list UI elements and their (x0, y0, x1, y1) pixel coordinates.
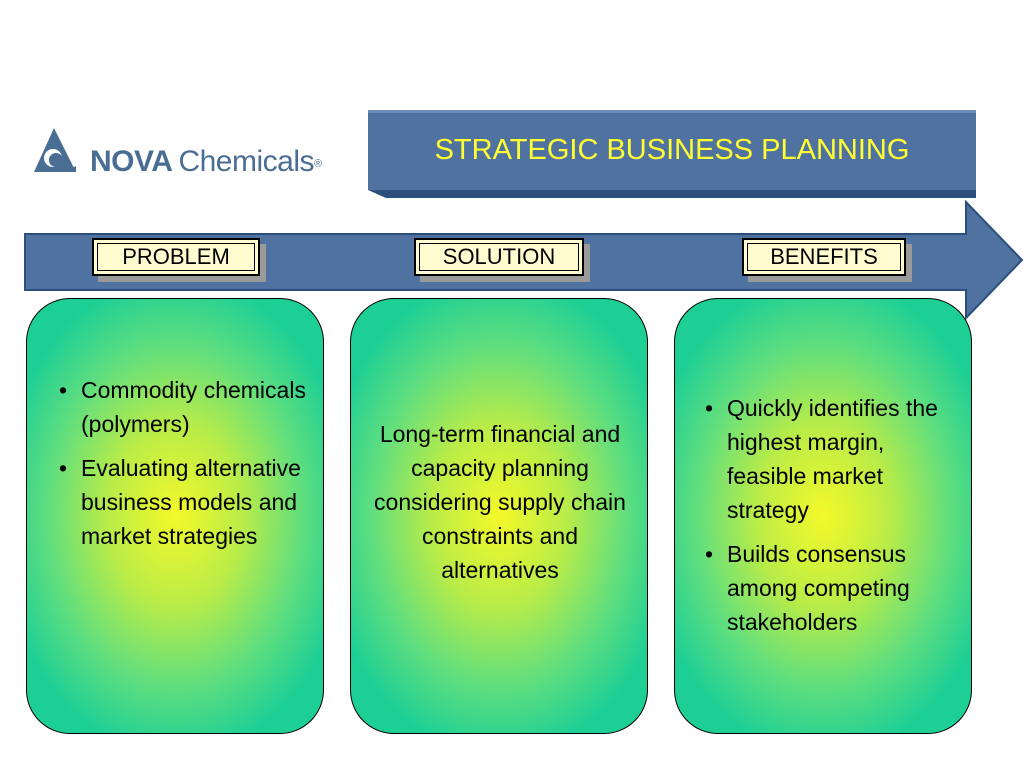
solution-text: Long-term financial and capacity plannin… (374, 421, 626, 583)
list-item: Commodity chemicals (polymers) (57, 373, 307, 441)
solution-panel: Long-term financial and capacity plannin… (350, 298, 648, 734)
nova-flame-icon (34, 128, 76, 172)
stage-label-solution-text: SOLUTION (442, 244, 556, 269)
stage-label-solution: SOLUTION (414, 238, 590, 282)
title-banner: STRATEGIC BUSINESS PLANNING (368, 110, 976, 202)
stage-label-problem: PROBLEM (92, 238, 266, 282)
problem-bullet-list: Commodity chemicals (polymers) Evaluatin… (57, 373, 307, 563)
benefits-bullet-list: Quickly identifies the highest margin, f… (703, 391, 959, 649)
benefits-panel: Quickly identifies the highest margin, f… (674, 298, 972, 734)
logo-brand-bold: NOVA (90, 145, 173, 178)
page-title: STRATEGIC BUSINESS PLANNING (434, 133, 910, 166)
logo-registered-mark: ® (314, 158, 322, 170)
problem-panel: Commodity chemicals (polymers) Evaluatin… (26, 298, 324, 734)
stage-label-benefits-text: BENEFITS (770, 244, 878, 269)
logo-brand-regular: Chemicals (178, 145, 314, 178)
list-item: Evaluating alternative business models a… (57, 451, 307, 553)
list-item: Quickly identifies the highest margin, f… (703, 391, 959, 527)
stage-label-benefits: BENEFITS (742, 238, 912, 282)
title-banner-shape (368, 110, 976, 198)
stage-label-problem-text: PROBLEM (122, 244, 230, 269)
list-item: Builds consensus among competing stakeho… (703, 537, 959, 639)
